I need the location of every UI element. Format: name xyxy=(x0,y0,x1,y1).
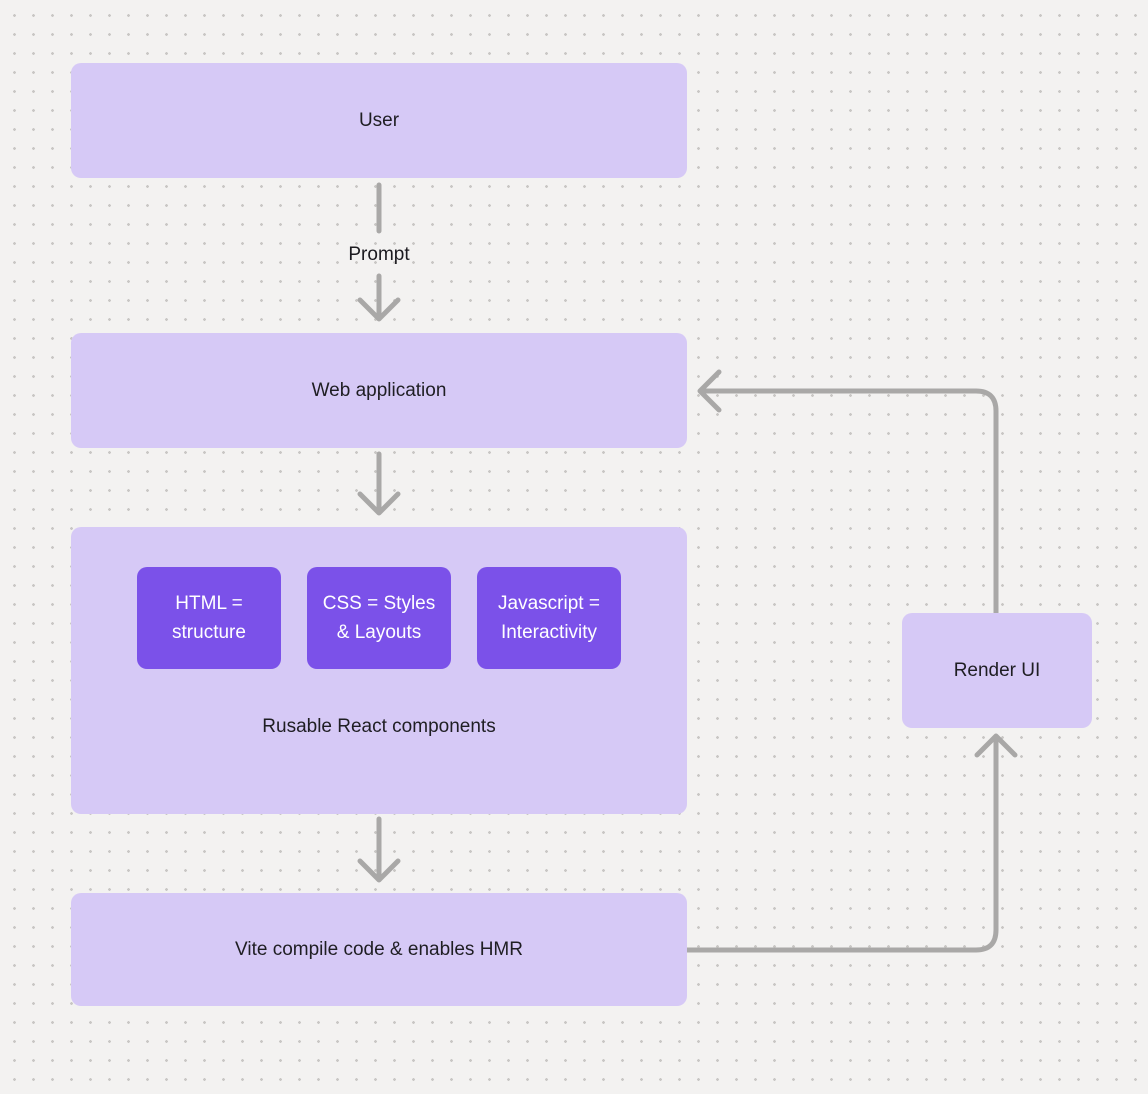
node-user-label: User xyxy=(358,109,400,131)
node-render-ui: Render UI xyxy=(902,613,1092,728)
node-html: HTML = structure xyxy=(137,567,281,669)
node-vite-label: Vite compile code & enables HMR xyxy=(235,938,523,960)
node-vite: Vite compile code & enables HMR xyxy=(71,893,687,1006)
arrowhead-down-icon xyxy=(357,858,401,883)
node-user: User xyxy=(71,63,687,178)
node-web-application-label: Web application xyxy=(311,379,447,401)
node-web-application: Web application xyxy=(71,333,687,448)
node-css-label: CSS = Styles & Layouts xyxy=(322,593,436,643)
edge-label-prompt: Prompt xyxy=(348,244,410,265)
arrow-renderui-to-webapp xyxy=(697,369,999,616)
components-caption: Rusable React components xyxy=(262,716,496,737)
node-javascript: Javascript = Interactivity xyxy=(477,567,621,669)
arrowhead-down-icon xyxy=(357,491,401,516)
node-components-group: HTML = structure CSS = Styles & Layouts … xyxy=(71,527,687,814)
node-javascript-label: Javascript = Interactivity xyxy=(498,593,600,643)
arrowhead-up-icon xyxy=(974,733,1018,758)
arrow-webapp-to-components xyxy=(357,451,401,516)
arrowhead-down-icon xyxy=(357,297,401,322)
arrow-components-to-vite xyxy=(357,816,401,883)
arrow-vite-to-renderui xyxy=(684,733,1018,953)
arrowhead-left-icon xyxy=(697,369,722,413)
node-css: CSS = Styles & Layouts xyxy=(307,567,451,669)
node-html-label: HTML = structure xyxy=(172,593,246,643)
node-render-ui-label: Render UI xyxy=(953,659,1041,681)
